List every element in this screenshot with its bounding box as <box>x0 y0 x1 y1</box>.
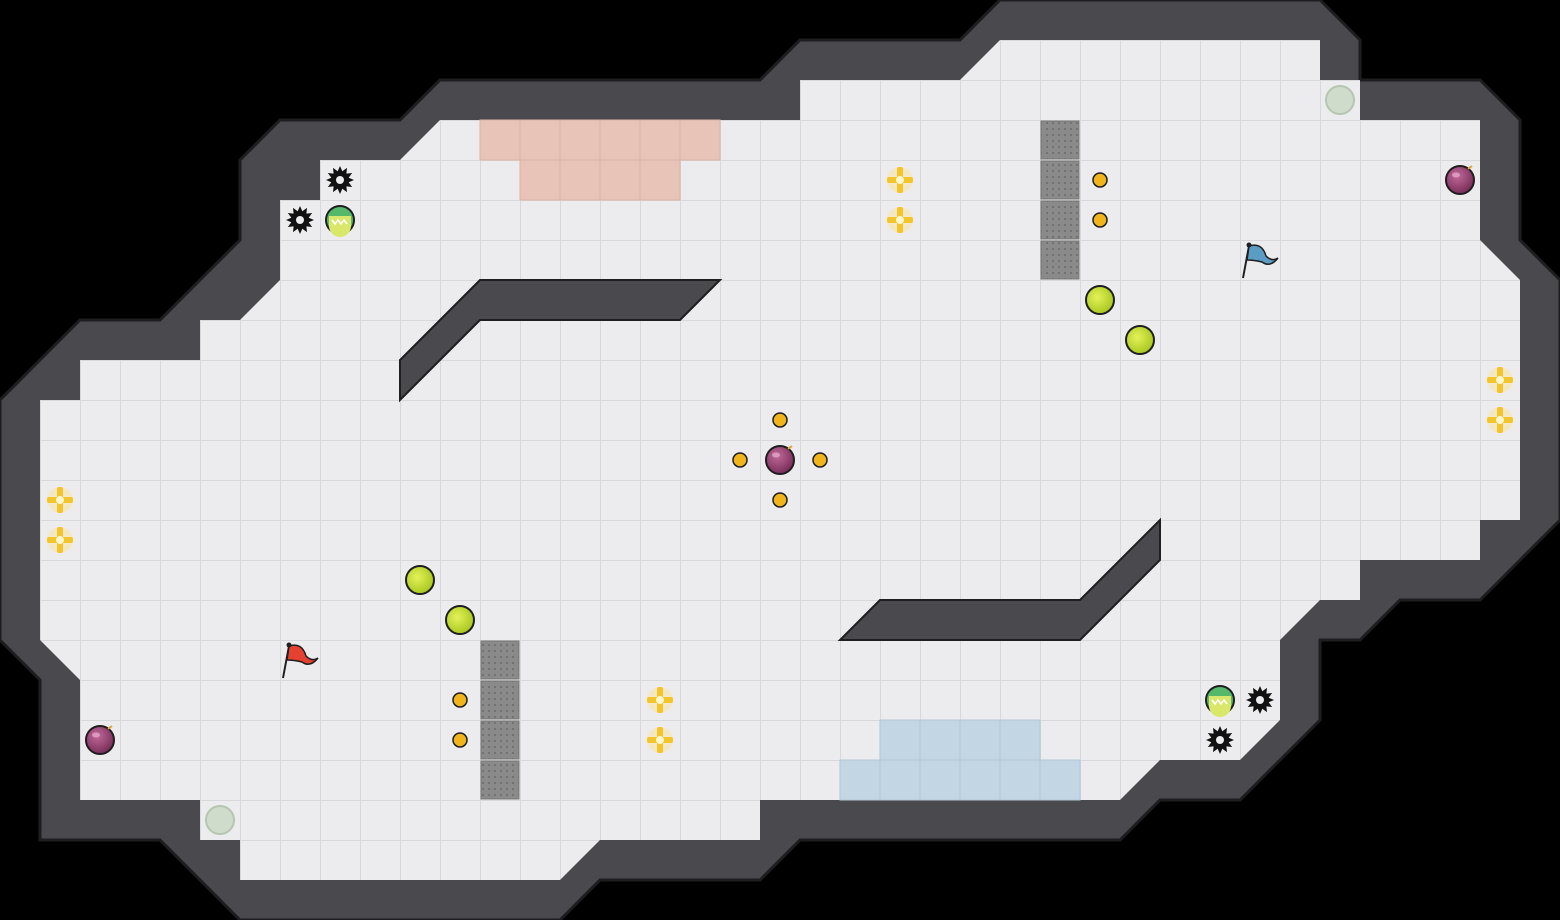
blue-endzone-tile <box>999 719 1041 761</box>
red-flag-icon <box>282 642 319 679</box>
spike-icon <box>326 166 354 194</box>
pellet-icon <box>1092 212 1108 228</box>
red-endzone-tile <box>559 119 601 161</box>
neutral-pad-icon <box>1205 685 1235 717</box>
neutral-pad-icon <box>325 205 355 237</box>
powerup-icon <box>1125 325 1155 355</box>
red-endzone-tile <box>679 119 721 161</box>
spike-icon <box>1206 726 1234 754</box>
red-endzone-tile <box>519 119 561 161</box>
gate-tile <box>1040 120 1080 160</box>
pellet-icon <box>772 412 788 428</box>
inner-wall-lower <box>837 517 1161 641</box>
boost-icon <box>887 167 913 193</box>
portals <box>205 85 1355 835</box>
blue-endzone-tile <box>879 759 921 801</box>
bomb-icon <box>1445 165 1475 195</box>
pellets <box>452 172 1108 748</box>
portal-icon <box>1325 85 1355 115</box>
red-endzone-tile <box>639 159 681 201</box>
boosts <box>47 167 1513 753</box>
spike-icon <box>286 206 314 234</box>
gates <box>480 120 1080 800</box>
boost-icon <box>647 687 673 713</box>
blue-endzone-tile <box>839 759 881 801</box>
pellet-icon <box>452 692 468 708</box>
powerup-icon <box>405 565 435 595</box>
powerup-icon <box>1085 285 1115 315</box>
blue-endzone <box>839 719 1081 801</box>
gate-tile <box>480 640 520 680</box>
red-endzone-tile <box>599 119 641 161</box>
bomb-icon <box>765 445 795 475</box>
gate-tile <box>1040 240 1080 280</box>
inner-wall-upper <box>399 279 723 403</box>
spikes <box>286 166 1274 754</box>
blue-endzone-tile <box>919 719 961 761</box>
blue-flag-icon <box>1242 242 1279 279</box>
gate-tile <box>480 720 520 760</box>
powerup-icon <box>445 605 475 635</box>
neutral-pads <box>325 205 1235 717</box>
gate-tile <box>480 760 520 800</box>
blue-endzone-tile <box>959 719 1001 761</box>
blue-endzone-tile <box>959 759 1001 801</box>
gate-tile <box>480 680 520 720</box>
blue-endzone-tile <box>879 719 921 761</box>
boost-icon <box>47 487 73 513</box>
flags <box>282 242 1279 679</box>
blue-endzone-tile <box>919 759 961 801</box>
bomb-icon <box>85 725 115 755</box>
blue-endzone-tile <box>1039 759 1081 801</box>
boost-icon <box>887 207 913 233</box>
red-endzone-tile <box>639 119 681 161</box>
red-endzone-tile <box>519 159 561 201</box>
bombs <box>85 165 1475 755</box>
spike-icon <box>1246 686 1274 714</box>
portal-icon <box>205 805 235 835</box>
red-endzone <box>479 119 721 201</box>
pellet-icon <box>812 452 828 468</box>
gate-tile <box>1040 160 1080 200</box>
red-endzone-tile <box>559 159 601 201</box>
blue-endzone-tile <box>999 759 1041 801</box>
pellet-icon <box>452 732 468 748</box>
boost-icon <box>1487 367 1513 393</box>
boost-icon <box>647 727 673 753</box>
gate-tile <box>1040 200 1080 240</box>
pellet-icon <box>732 452 748 468</box>
pellet-icon <box>772 492 788 508</box>
boost-icon <box>1487 407 1513 433</box>
pellet-icon <box>1092 172 1108 188</box>
red-endzone-tile <box>599 159 641 201</box>
red-endzone-tile <box>479 119 521 161</box>
boost-icon <box>47 527 73 553</box>
powerups <box>405 285 1155 635</box>
